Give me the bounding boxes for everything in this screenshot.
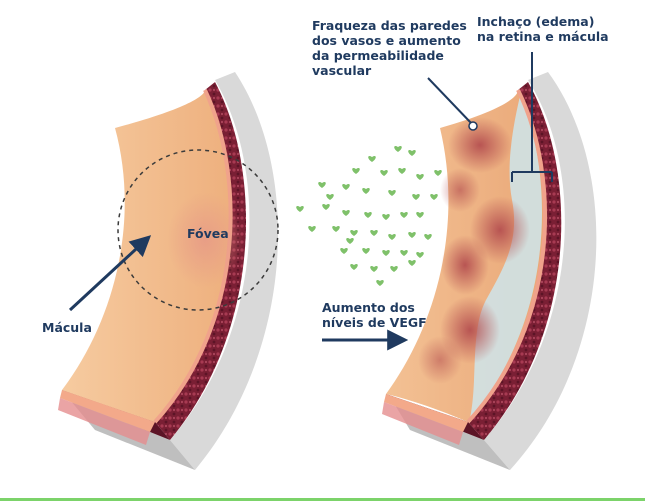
fovea-label: Fóvea xyxy=(187,226,229,241)
vegf-particle xyxy=(346,237,354,244)
vegf-particle xyxy=(352,167,360,174)
vegf-particle xyxy=(362,187,370,194)
vessel-weakness-line-1: Fraqueza das paredes xyxy=(312,18,467,33)
macula-circle xyxy=(117,149,279,311)
vegf-particle xyxy=(342,209,350,216)
vegf-particle xyxy=(380,169,388,176)
vegf-particle xyxy=(400,211,408,218)
vessel-weakness-line-4: vascular xyxy=(312,63,372,78)
vegf-particle xyxy=(340,247,348,254)
edema-line-2: na retina e mácula xyxy=(477,29,609,44)
vegf-particle xyxy=(382,249,390,256)
vegf-particle xyxy=(362,247,370,254)
vegf-particle xyxy=(388,233,396,240)
vegf-particle xyxy=(322,203,330,210)
edema-line-1: Inchaço (edema) xyxy=(477,14,595,29)
vegf-particle xyxy=(350,229,358,236)
vegf-particle xyxy=(376,279,384,286)
vessel-weakness-line-2: dos vasos e aumento xyxy=(312,33,461,48)
vessel-weakness-pointer xyxy=(427,77,473,125)
vegf-particle xyxy=(434,169,442,176)
edema-label: Inchaço (edema) na retina e mácula xyxy=(477,14,609,44)
vegf-particle xyxy=(400,249,408,256)
vessel-weakness-label: Fraqueza das paredes dos vasos e aumento… xyxy=(312,18,467,78)
vegf-increase-label: Aumento dos níveis de VEGF xyxy=(322,300,427,330)
vegf-particle xyxy=(416,211,424,218)
diseased-retina-section xyxy=(382,52,597,470)
vegf-particle xyxy=(394,145,402,152)
vegf-particle xyxy=(424,233,432,240)
vegf-particle xyxy=(296,205,304,212)
vegf-increase-line-1: Aumento dos xyxy=(322,300,415,315)
vegf-particle xyxy=(416,251,424,258)
vegf-particle xyxy=(326,193,334,200)
fovea-region xyxy=(167,192,243,288)
vegf-particle xyxy=(370,229,378,236)
macula-label: Mácula xyxy=(42,320,92,335)
vegf-particles xyxy=(296,145,442,286)
healthy-retina-section xyxy=(58,72,279,470)
vegf-particle xyxy=(308,225,316,232)
vegf-particle xyxy=(412,193,420,200)
vegf-particle xyxy=(408,149,416,156)
vegf-particle xyxy=(370,265,378,272)
macula-arrow xyxy=(68,235,152,312)
vegf-particle xyxy=(408,259,416,266)
vegf-particle xyxy=(350,263,358,270)
vegf-particle xyxy=(398,167,406,174)
vegf-particle xyxy=(416,173,424,180)
bottom-accent-bar xyxy=(0,498,645,501)
vegf-particle xyxy=(388,189,396,196)
vegf-particle xyxy=(368,155,376,162)
vegf-particle xyxy=(408,231,416,238)
vegf-particle xyxy=(342,183,350,190)
vegf-particle xyxy=(318,181,326,188)
vegf-particle xyxy=(382,213,390,220)
vegf-particle xyxy=(390,265,398,272)
vessel-weakness-line-3: da permeabilidade xyxy=(312,48,444,63)
vegf-increase-line-2: níveis de VEGF xyxy=(322,315,427,330)
vegf-particle xyxy=(332,225,340,232)
vegf-particle xyxy=(364,211,372,218)
vegf-particle xyxy=(430,193,438,200)
